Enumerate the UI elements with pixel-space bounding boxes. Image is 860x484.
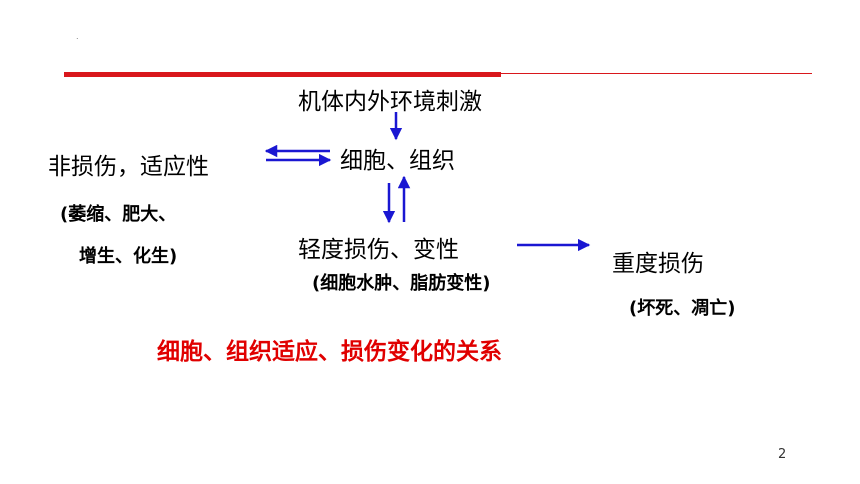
right-node-severe-injury: 重度损伤 — [612, 251, 704, 277]
right-sub-examples: (坏死、凋亡) — [629, 298, 736, 319]
left-sub-line-1: (萎缩、肥大、 — [60, 204, 177, 225]
top-node-stimulus: 机体内外环境刺激 — [298, 89, 482, 115]
header-rule-thin — [501, 73, 812, 74]
center-node-cells-tissue: 细胞、组织 — [340, 148, 455, 174]
caption-relationship: 细胞、组织适应、损伤变化的关系 — [157, 339, 502, 365]
left-node-adaptation: 非损伤，适应性 — [48, 154, 209, 180]
lower-node-mild-injury: 轻度损伤、变性 — [298, 237, 459, 263]
header-rule-thick — [64, 72, 501, 77]
left-sub-line-2: 增生、化生) — [79, 246, 178, 267]
decorative-dot: . — [76, 32, 79, 41]
lower-sub-examples: (细胞水肿、脂肪变性) — [312, 273, 491, 294]
page-number: 2 — [778, 447, 787, 462]
